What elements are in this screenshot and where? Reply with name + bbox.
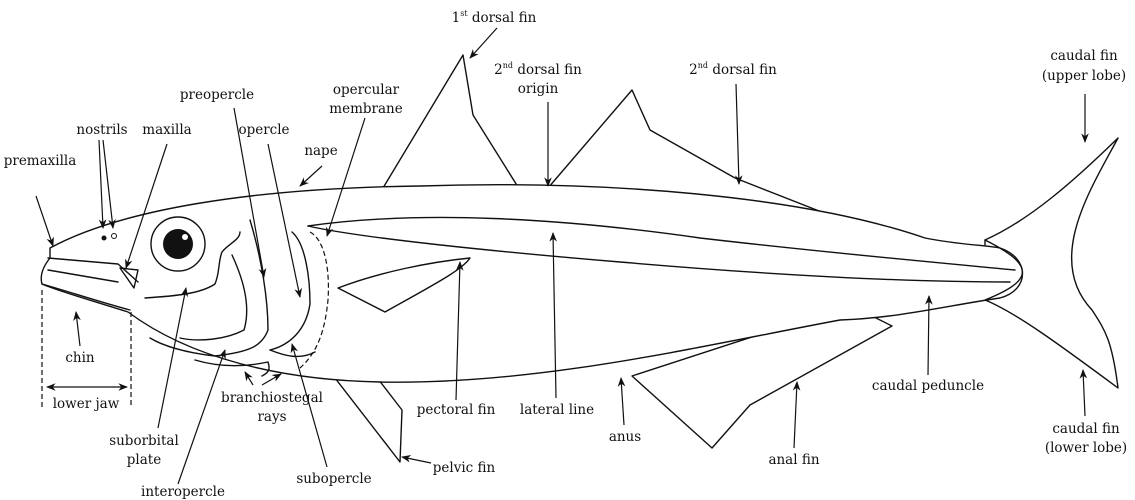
pointer-nostril-front <box>99 140 103 228</box>
label-pelvic-fin: pelvic fin <box>433 460 496 476</box>
eye-highlight <box>182 234 188 240</box>
fish-body <box>41 185 1022 382</box>
label-second-dorsal-origin-line1: 2nd dorsal fin <box>494 61 582 78</box>
pointer-anus <box>621 378 624 425</box>
pointer-nape <box>300 166 322 186</box>
label-opercular-membrane-line1: opercular <box>333 82 400 98</box>
label-caudal-peduncle: caudal peduncle <box>872 378 984 394</box>
label-branchiostegal-line2: rays <box>257 409 286 425</box>
pointer-pelvic-fin <box>402 457 431 463</box>
label-suborbital-line2: plate <box>127 452 161 468</box>
label-opercular-membrane-line2: membrane <box>329 101 402 117</box>
label-first-dorsal-fin: 1st dorsal fin <box>452 9 537 26</box>
label-pectoral-fin: pectoral fin <box>417 402 496 418</box>
label-caudal-lower-line2: (lower lobe) <box>1045 440 1127 456</box>
pointer-second-dorsal-fin <box>736 84 739 184</box>
label-premaxilla: premaxilla <box>4 153 77 169</box>
nostril-rear <box>112 234 117 239</box>
pointer-nostril-rear <box>103 140 113 228</box>
pointer-caudal-lower <box>1083 370 1085 416</box>
label-anus: anus <box>609 429 641 445</box>
pointer-branchiostegal-1 <box>245 372 253 385</box>
label-lower-jaw: lower jaw <box>53 396 120 412</box>
pointer-interopercle <box>178 350 225 484</box>
pointer-anal-fin <box>794 382 797 448</box>
label-interopercle: interopercle <box>141 484 225 500</box>
pointer-chin <box>76 312 80 346</box>
label-caudal-upper-line2: (upper lobe) <box>1042 68 1126 84</box>
label-chin: chin <box>65 350 95 366</box>
label-nostrils: nostrils <box>76 122 127 138</box>
label-nape: nape <box>304 143 337 159</box>
label-caudal-upper-line1: caudal fin <box>1050 48 1118 64</box>
pointer-premaxilla <box>36 196 53 246</box>
label-suborbital-line1: suborbital <box>109 433 179 449</box>
label-maxilla: maxilla <box>142 122 191 138</box>
nostril-front <box>102 236 107 241</box>
label-preopercle: preopercle <box>180 87 254 103</box>
label-second-dorsal-origin-line2: origin <box>518 81 559 97</box>
label-branchiostegal-line1: branchiostegal <box>221 390 323 406</box>
label-caudal-lower-line1: caudal fin <box>1052 421 1120 437</box>
pointer-branchiostegal-2 <box>262 374 281 385</box>
label-anal-fin: anal fin <box>768 452 819 468</box>
pelvic-fin <box>335 375 402 462</box>
label-subopercle: subopercle <box>296 471 371 487</box>
pupil <box>163 229 193 259</box>
label-opercle: opercle <box>238 122 289 138</box>
pointer-first-dorsal-fin <box>470 28 497 58</box>
label-lateral-line: lateral line <box>520 402 594 418</box>
label-second-dorsal-fin: 2nd dorsal fin <box>689 61 777 78</box>
